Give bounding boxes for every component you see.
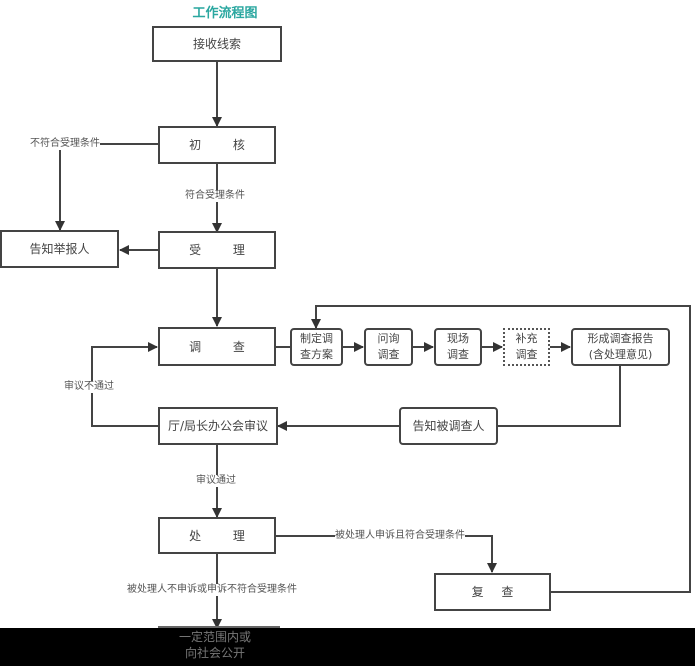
label-meet: 符合受理条件 <box>185 190 245 202</box>
label-review-fail: 审议不通过 <box>64 381 114 393</box>
node-investigate: 调 查 <box>158 327 276 366</box>
node-office-meeting: 厅/局长办公会审议 <box>158 407 278 445</box>
diagram-title: 工作流程图 <box>192 6 258 21</box>
node-initial-review: 初 核 <box>158 126 276 164</box>
edge-reexamine-plan <box>311 305 691 593</box>
label-not-meet: 不符合受理条件 <box>30 138 100 150</box>
node-receive-clue: 接收线索 <box>152 26 282 62</box>
edge-initial-notify <box>55 143 159 231</box>
node-notify-reporter: 告知举报人 <box>0 230 119 268</box>
node-inquiry: 问询 调查 <box>364 328 413 366</box>
edge-report-notify <box>486 366 621 431</box>
label-appeal-meet: 被处理人申诉且符合受理条件 <box>335 530 465 542</box>
node-notify-investigated: 告知被调查人 <box>399 407 498 445</box>
node-reexamine: 复 查 <box>434 573 551 611</box>
label-no-appeal: 被处理人不申诉或申诉不符合受理条件 <box>127 584 297 596</box>
node-report: 形成调查报告 (含处理意见) <box>571 328 670 366</box>
node-handle: 处 理 <box>158 517 276 554</box>
node-accept: 受 理 <box>158 231 276 269</box>
node-onsite: 现场 调查 <box>434 328 482 366</box>
bottom-overlay <box>0 628 695 666</box>
label-review-pass: 审议通过 <box>196 475 236 487</box>
node-publish-top-border <box>158 626 280 628</box>
node-supplement: 补充 调查 <box>503 328 550 366</box>
node-publish: 一定范围内或 向社会公开 <box>178 630 251 660</box>
node-make-plan: 制定调 查方案 <box>290 328 343 366</box>
